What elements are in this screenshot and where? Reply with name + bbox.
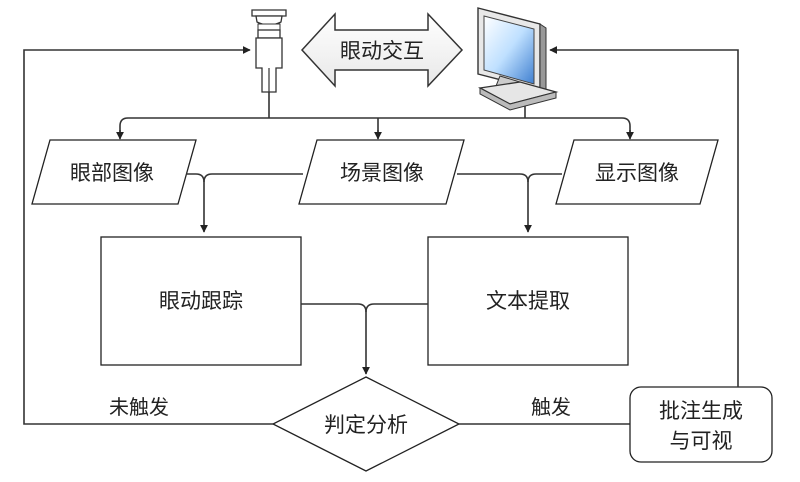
judgment-label: 判定分析 <box>324 413 408 437</box>
interaction-label: 眼动交互 <box>340 39 424 63</box>
scene-image-label: 场景图像 <box>340 161 424 185</box>
monitor-icon <box>477 7 559 111</box>
display-image-node: 显示图像 <box>555 139 719 205</box>
judgment-node: 判定分析 <box>271 376 461 472</box>
eye-tracking-node: 眼动跟踪 <box>100 236 302 366</box>
triggered-label: 触发 <box>531 395 571 419</box>
eye-image-node: 眼部图像 <box>31 139 197 205</box>
eye-tracking-label: 眼动跟踪 <box>159 289 243 313</box>
eye-image-label: 眼部图像 <box>70 161 154 185</box>
scene-image-node: 场景图像 <box>298 139 465 205</box>
double-arrow-icon <box>300 12 464 88</box>
annotation-label-line2: 与可视 <box>670 429 733 453</box>
person-icon <box>251 9 287 93</box>
display-image-label: 显示图像 <box>595 161 679 185</box>
text-extraction-label: 文本提取 <box>486 289 570 313</box>
not-triggered-label: 未触发 <box>109 395 169 419</box>
annotation-label-line1: 批注生成 <box>659 399 743 423</box>
annotation-node: 批注生成 与可视 <box>629 386 773 463</box>
text-extraction-node: 文本提取 <box>427 236 629 366</box>
